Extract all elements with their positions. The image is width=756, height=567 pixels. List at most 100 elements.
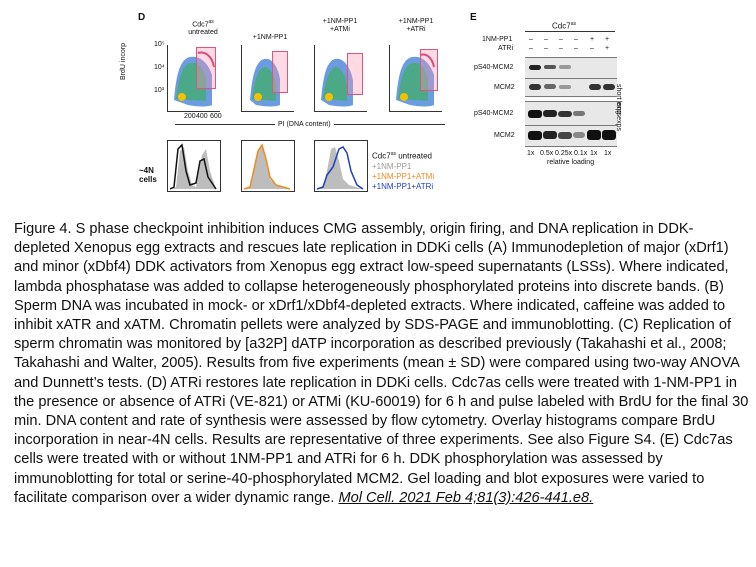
blot-label: MCM2	[494, 132, 515, 139]
loading-value: 1x	[527, 150, 535, 157]
blot-label: pS40-MCM2	[474, 64, 514, 71]
dot-plot	[321, 58, 353, 107]
band	[602, 130, 616, 140]
header-rule	[525, 31, 615, 32]
x-tick: 600	[210, 113, 222, 120]
condition-sup: as	[208, 19, 214, 25]
gate-box	[196, 47, 216, 89]
histogram-nmpp1-vs-atri	[314, 140, 368, 192]
condition-line2: +ATMi	[330, 26, 350, 33]
band	[589, 84, 601, 90]
row2-mark: –	[529, 45, 533, 52]
row2-mark: –	[559, 45, 563, 52]
dot-plot	[174, 51, 215, 107]
band	[543, 131, 557, 139]
hist-row-label-line2: cells	[139, 175, 157, 184]
gate-box	[347, 53, 363, 95]
band	[558, 132, 572, 139]
y-tick: 10⁴	[154, 64, 165, 71]
blot-mcm2-long	[525, 125, 617, 147]
row1-mark: –	[574, 36, 578, 43]
histogram-curves	[243, 143, 291, 190]
blot-label: pS40-MCM2	[474, 110, 514, 117]
condition-line1: Cdc7	[192, 21, 209, 29]
loading-value: 0.25x	[555, 150, 573, 157]
histogram-curves	[169, 143, 217, 190]
band	[573, 111, 585, 116]
flow-plot-atmi	[314, 45, 367, 112]
band	[544, 65, 556, 69]
legend-item-nmpp1: +1NM-PP1	[372, 161, 412, 171]
x-axis-label: PI (DNA content)	[275, 121, 334, 129]
loading-caption: relative loading	[547, 159, 595, 166]
loading-value: 0.1x	[574, 150, 588, 157]
row2-mark: –	[544, 45, 548, 52]
condition-line1: +1NM-PP1	[398, 18, 434, 25]
legend-item-atmi: +1NM-PP1+ATMi	[372, 171, 435, 181]
blot-mcm2-short	[525, 78, 617, 97]
legend-item-atri: +1NM-PP1+ATRi	[372, 181, 434, 191]
band	[544, 84, 556, 89]
row1-mark: –	[559, 36, 563, 43]
hist-row-label: ~4N cells	[139, 166, 157, 184]
gate-box	[272, 51, 288, 93]
band	[528, 110, 542, 118]
row1-mark: –	[544, 36, 548, 43]
row1-label: 1NM-PP1	[482, 36, 513, 43]
x-tick: 200	[184, 113, 196, 120]
condition-label-nmpp1: +1NM-PP1	[240, 34, 300, 42]
x-tick: 400	[196, 113, 208, 120]
row1-mark: –	[529, 36, 533, 43]
panel-e-header: Cdc7as	[552, 20, 576, 31]
condition-line2: +ATRi	[406, 26, 426, 33]
band	[559, 85, 571, 89]
loading-value: 1x	[590, 150, 598, 157]
histogram-curves	[316, 146, 364, 190]
side-label-long: long exps	[615, 101, 622, 131]
figure-caption: Figure 4. S phase checkpoint inhibition …	[14, 220, 749, 508]
y-tick: 10³	[154, 87, 165, 94]
row2-mark: –	[590, 45, 594, 52]
condition-line1: +1NM-PP1	[322, 18, 358, 25]
condition-line1: +1NM-PP1	[252, 34, 288, 41]
band	[529, 65, 541, 70]
band	[528, 131, 542, 140]
histogram-nmpp1-vs-atmi	[241, 140, 295, 192]
band	[543, 110, 557, 117]
blot-ps40-long	[525, 101, 617, 127]
panel-d-letter: D	[138, 12, 146, 23]
panel-e-header-text: Cdc7	[552, 21, 571, 31]
blot-label: MCM2	[494, 84, 515, 91]
blot-ps40-short	[525, 57, 617, 79]
y-tick: 10⁵	[154, 41, 165, 48]
y-axis-label: BrdU incorp	[120, 43, 127, 80]
flow-plot-untreated	[167, 45, 220, 112]
band	[559, 65, 571, 69]
band	[603, 84, 615, 90]
row2-mark: –	[574, 45, 578, 52]
row1-mark: +	[590, 36, 595, 43]
band	[573, 132, 585, 138]
band	[529, 84, 541, 90]
condition-line2: untreated	[188, 29, 218, 37]
row1-mark: +	[605, 36, 610, 43]
loading-value: 0.5x	[540, 150, 554, 157]
legend-title-rest: untreated	[395, 151, 432, 161]
condition-label-untreated: Cdc7as untreated	[173, 18, 233, 37]
row2-label: ATRi	[498, 45, 514, 52]
histogram-untreated-vs-nmpp1	[167, 140, 221, 192]
band	[558, 111, 572, 117]
legend-title-sup: as	[390, 151, 396, 157]
panel-e-header-sup: as	[570, 21, 576, 27]
citation-link[interactable]: Mol Cell. 2021 Feb 4;81(3):426-441.e8.	[338, 489, 594, 506]
loading-value: 1x	[604, 150, 612, 157]
hist-row-label-line1: ~4N	[139, 166, 154, 175]
flow-plot-nmpp1	[241, 45, 294, 112]
band	[587, 130, 601, 140]
condition-label-atmi: +1NM-PP1 +ATMi	[310, 18, 370, 34]
legend-title: Cdc7as untreated	[372, 150, 434, 161]
row2-mark: +	[605, 45, 610, 52]
legend: Cdc7as untreated +1NM-PP1 +1NM-PP1+ATMi …	[372, 150, 434, 191]
panel-e-letter: E	[470, 12, 477, 23]
condition-label-atri: +1NM-PP1 +ATRi	[386, 18, 446, 34]
